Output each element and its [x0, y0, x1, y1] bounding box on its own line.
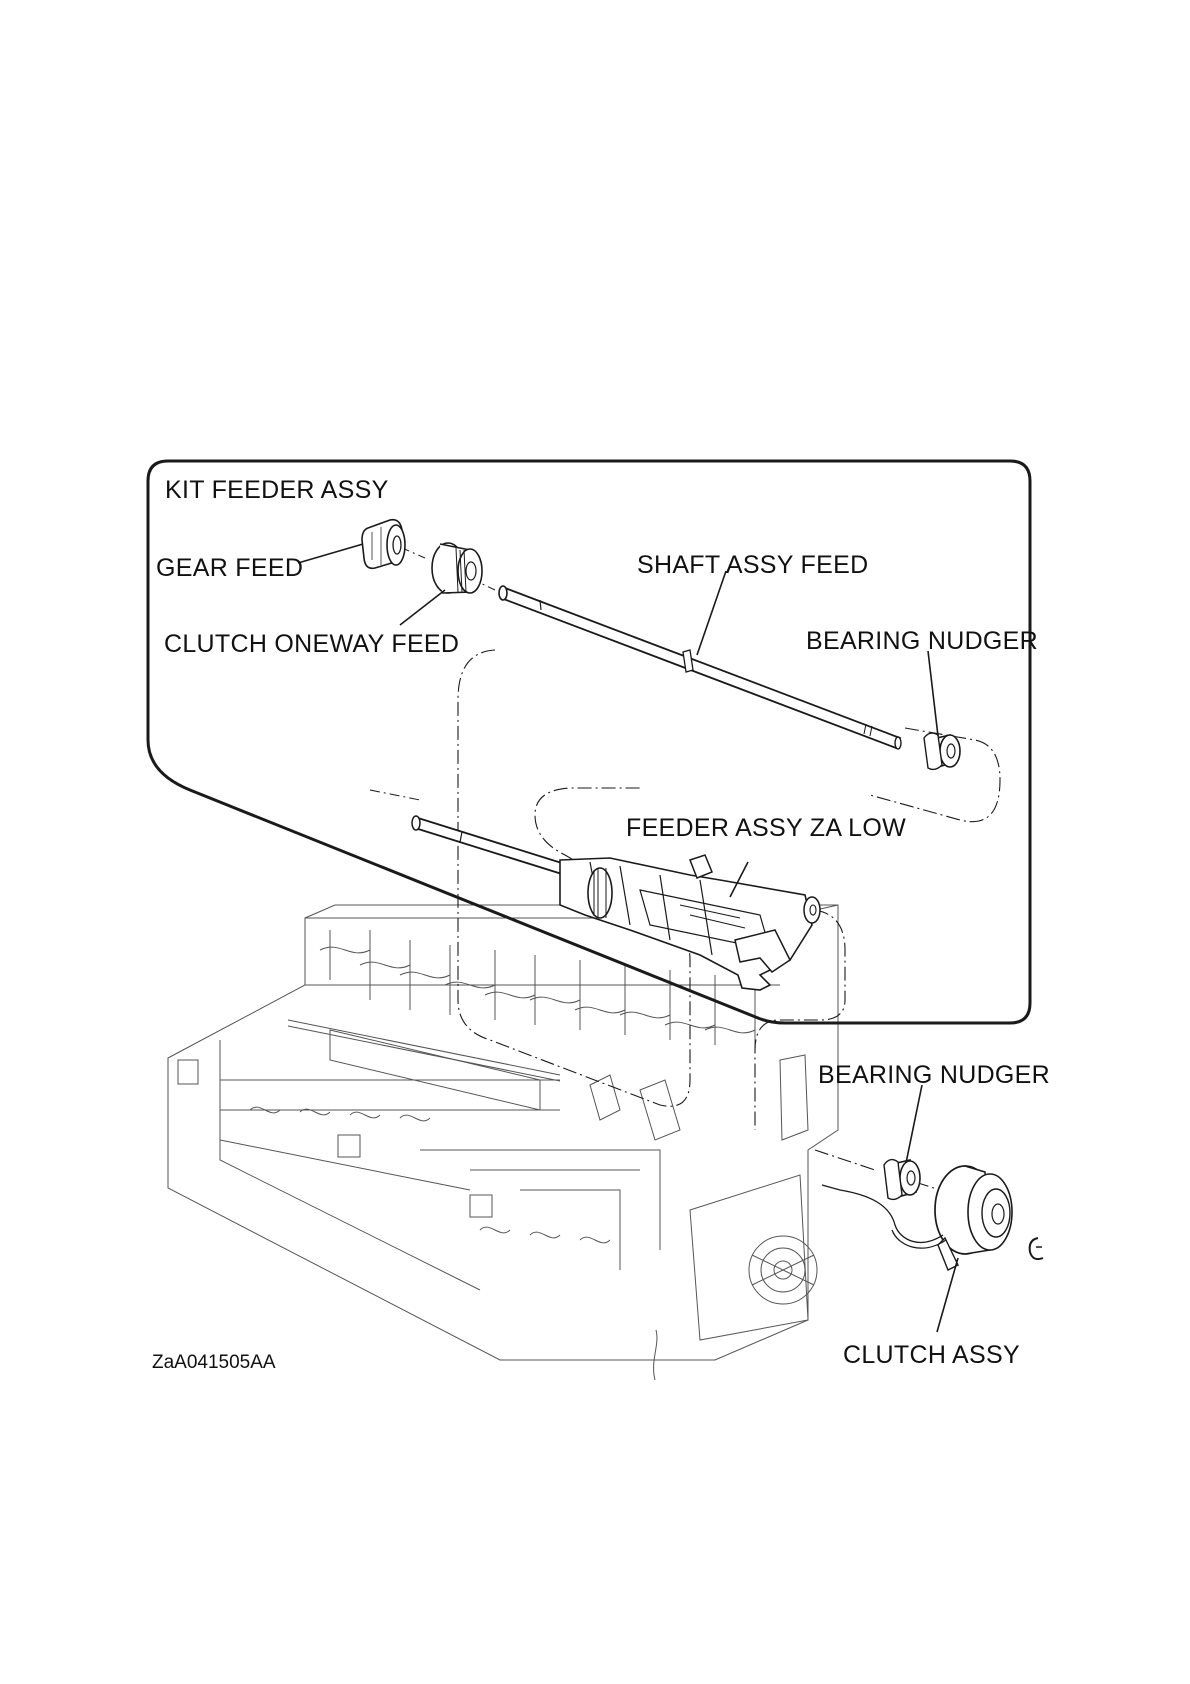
gear-feed-part: [362, 520, 405, 569]
gear-feed-label: GEAR FEED: [156, 556, 303, 581]
bearing-nudger-lower-label: BEARING NUDGER: [818, 1063, 1050, 1088]
bearing-nudger-upper-part: [924, 733, 960, 769]
leader-lines: [298, 544, 958, 1332]
kit-feeder-assy-label: KIT FEEDER ASSY: [165, 478, 389, 503]
clutch-oneway-feed-label: CLUTCH ONEWAY FEED: [164, 632, 459, 657]
e-ring-part: [1030, 1238, 1043, 1259]
bearing-nudger-upper-label: BEARING NUDGER: [806, 629, 1038, 654]
figure-id: ZaA041505AA: [152, 1353, 276, 1372]
shaft-assy-feed-part: [499, 586, 901, 749]
clutch-assy-label: CLUTCH ASSY: [843, 1343, 1020, 1368]
feeder-assy-za-low-label: FEEDER ASSY ZA LOW: [626, 816, 906, 841]
feeder-chassis: [168, 905, 838, 1380]
bearing-nudger-lower-part: [884, 1160, 920, 1200]
shaft-assy-feed-label: SHAFT ASSY FEED: [637, 553, 868, 578]
clutch-oneway-feed-part: [432, 543, 482, 593]
